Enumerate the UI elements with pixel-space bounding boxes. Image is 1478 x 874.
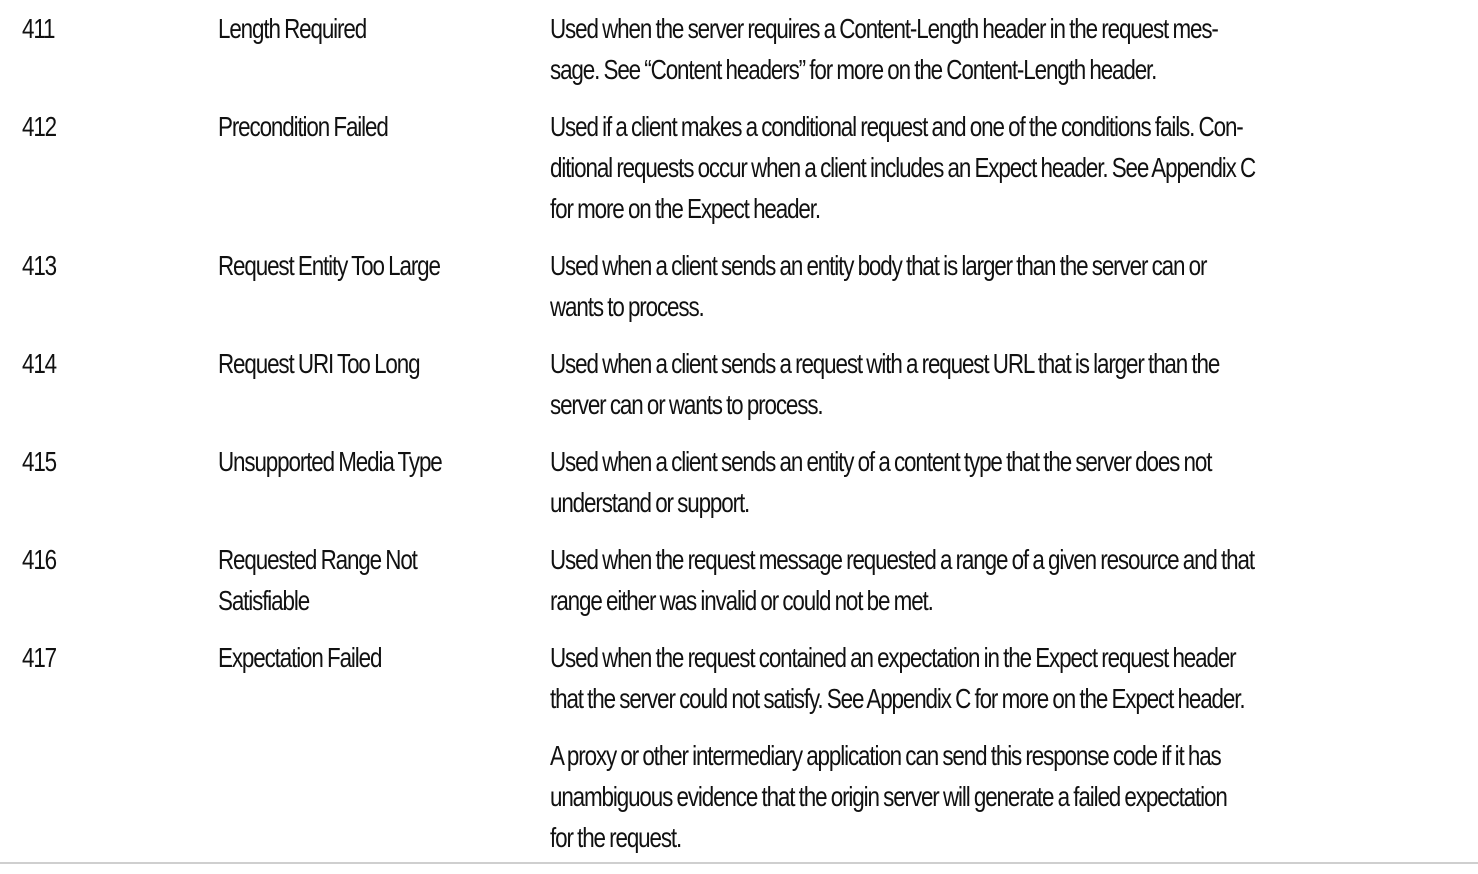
description-line: A proxy or other intermediary applicatio… bbox=[550, 740, 1222, 771]
description-line: Used when the server requires a Content-… bbox=[550, 13, 1219, 44]
status-code: 416 bbox=[22, 544, 57, 575]
reason-phrase-line: Expectation Failed bbox=[218, 642, 382, 673]
description-line: Used when the request message requested … bbox=[550, 544, 1255, 575]
description-line: server can or wants to process. bbox=[550, 389, 824, 420]
table-row: 414 Request URI Too Long Used when a clien… bbox=[0, 343, 1478, 425]
reason-phrase: Length Required bbox=[218, 8, 367, 49]
description: Used when the request message requested … bbox=[550, 539, 1255, 621]
description: Used when the request contained an expec… bbox=[550, 637, 1246, 719]
reason-phrase-line: Request URI Too Long bbox=[218, 348, 421, 379]
description-line: that the server could not satisfy. See A… bbox=[550, 683, 1246, 714]
reason-phrase-line: Requested Range Not bbox=[218, 544, 418, 575]
description-line: Used when a client sends an entity of a … bbox=[550, 446, 1212, 477]
status-code: 411 bbox=[22, 13, 55, 44]
table-row-continuation: A proxy or other intermediary applicatio… bbox=[0, 735, 1478, 858]
description-line: ditional requests occur when a client in… bbox=[550, 152, 1256, 183]
description-line: understand or support. bbox=[550, 487, 750, 518]
reason-phrase: Unsupported Media Type bbox=[218, 441, 443, 482]
reason-phrase-line: Unsupported Media Type bbox=[218, 446, 443, 477]
table-row: 413 Request Entity Too Large Used when a c… bbox=[0, 245, 1478, 327]
reason-phrase: Request URI Too Long bbox=[218, 343, 421, 384]
description-line: for the request. bbox=[550, 822, 682, 853]
description-line: wants to process. bbox=[550, 291, 705, 322]
description-line: unambiguous evidence that the origin ser… bbox=[550, 781, 1228, 812]
description: Used when a client sends a request with … bbox=[550, 343, 1220, 425]
bottom-rule bbox=[0, 862, 1478, 864]
description: Used if a client makes a conditional req… bbox=[550, 106, 1256, 229]
status-code: 415 bbox=[22, 446, 57, 477]
reason-phrase-line: Satisfiable bbox=[218, 585, 310, 616]
reason-phrase: Precondition Failed bbox=[218, 106, 389, 147]
status-code: 412 bbox=[22, 111, 57, 142]
reason-phrase-line: Request Entity Too Large bbox=[218, 250, 441, 281]
description-line: Used if a client makes a conditional req… bbox=[550, 111, 1244, 142]
table-row: 417 Expectation Failed Used when the reque… bbox=[0, 637, 1478, 719]
table-row: 411 Length Required Used when the server r… bbox=[0, 8, 1478, 90]
status-code: 414 bbox=[22, 348, 57, 379]
description-line: range either was invalid or could not be… bbox=[550, 585, 934, 616]
reason-phrase-line: Precondition Failed bbox=[218, 111, 389, 142]
description: Used when a client sends an entity of a … bbox=[550, 441, 1212, 523]
reason-phrase: Request Entity Too Large bbox=[218, 245, 441, 286]
status-code: 413 bbox=[22, 250, 57, 281]
description-line: sage. See “Content headers” for more on … bbox=[550, 54, 1157, 85]
reason-phrase: Expectation Failed bbox=[218, 637, 382, 678]
description: A proxy or other intermediary applicatio… bbox=[550, 735, 1228, 858]
status-code: 417 bbox=[22, 642, 57, 673]
description-line: for more on the Expect header. bbox=[550, 193, 821, 224]
description-line: Used when the request contained an expec… bbox=[550, 642, 1237, 673]
table-row: 415 Unsupported Media Type Used when a cli… bbox=[0, 441, 1478, 523]
description-line: Used when a client sends a request with … bbox=[550, 348, 1220, 379]
description: Used when the server requires a Content-… bbox=[550, 8, 1219, 90]
description: Used when a client sends an entity body … bbox=[550, 245, 1207, 327]
description-line: Used when a client sends an entity body … bbox=[550, 250, 1207, 281]
reason-phrase-line: Length Required bbox=[218, 13, 367, 44]
table-row: 412 Precondition Failed Used if a client m… bbox=[0, 106, 1478, 229]
